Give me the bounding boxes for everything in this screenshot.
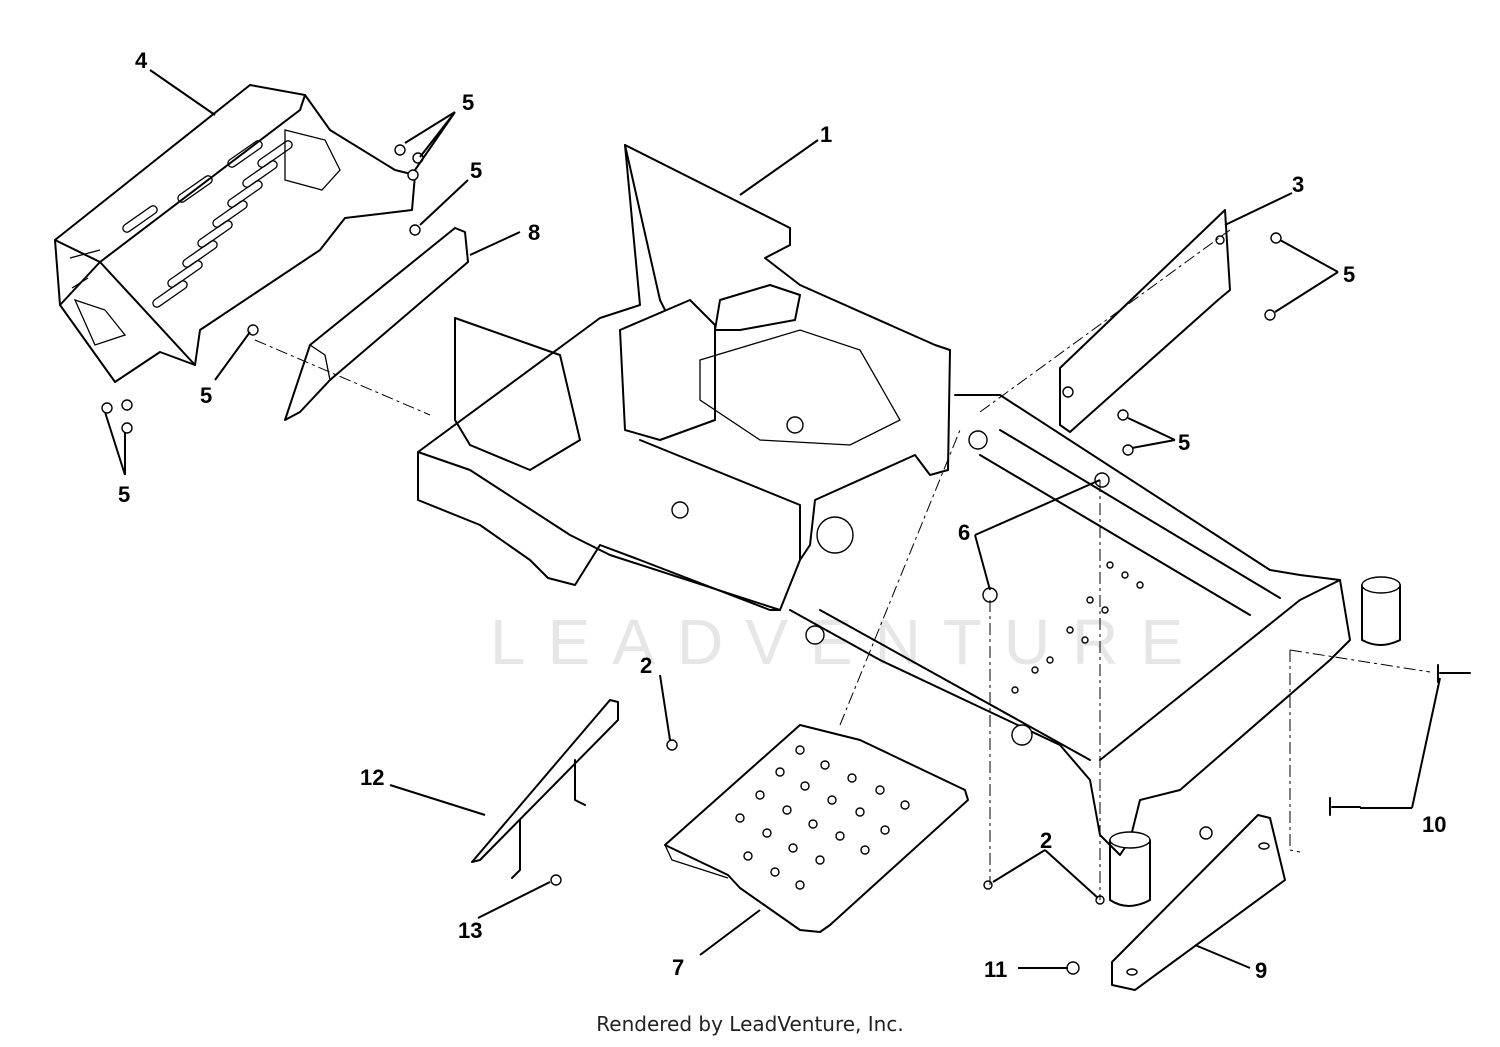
bolt-icon — [407, 169, 419, 181]
callout-6[interactable]: 6 — [958, 520, 970, 545]
part-7-floor-pan[interactable] — [664, 724, 969, 933]
callout-5-left[interactable]: 5 — [118, 482, 130, 507]
frame-bushing-rear — [1011, 724, 1033, 746]
callout-10[interactable]: 10 — [1422, 812, 1446, 837]
bolt-icon — [666, 739, 678, 751]
callout-5-right-mid[interactable]: 5 — [1178, 430, 1190, 455]
pin-icon — [1329, 797, 1361, 816]
frame-bushing-left — [805, 625, 825, 645]
footer-credit: Rendered by LeadVenture, Inc. — [596, 1012, 904, 1036]
callout-3[interactable]: 3 — [1292, 172, 1304, 197]
part-1-main-frame[interactable] — [417, 144, 1351, 856]
nut-icon — [1066, 961, 1080, 975]
pin-icon — [1437, 664, 1471, 683]
bolt-icon — [1264, 309, 1276, 321]
callout-5-right-top[interactable]: 5 — [1343, 262, 1355, 287]
plug-icon — [982, 587, 998, 603]
alignment-lines — [254, 229, 1431, 900]
watermark: LEADVENTURE — [490, 606, 1205, 678]
callout-2-lower[interactable]: 2 — [1040, 828, 1052, 853]
callout-5-top[interactable]: 5 — [462, 90, 474, 115]
callout-2-upper[interactable]: 2 — [640, 653, 652, 678]
part-3-side-plate[interactable] — [1059, 209, 1231, 433]
bolt-icon — [121, 399, 133, 411]
callout-4[interactable]: 4 — [135, 48, 148, 73]
fasteners — [101, 144, 1471, 975]
bolt-icon — [1270, 232, 1282, 244]
basket-slots — [122, 140, 293, 308]
bolt-icon — [121, 422, 133, 434]
callout-11[interactable]: 11 — [984, 957, 1007, 982]
plug-icon — [1094, 472, 1110, 488]
floor-pan-holes — [735, 745, 910, 890]
callout-5-mid[interactable]: 5 — [200, 383, 212, 408]
bolt-icon — [409, 224, 421, 236]
callout-9[interactable]: 9 — [1255, 958, 1267, 983]
frame-cutout — [816, 516, 854, 554]
callout-13[interactable]: 13 — [458, 918, 482, 943]
part-9-rear-plate[interactable] — [1111, 814, 1286, 991]
part-4-front-basket[interactable] — [54, 84, 416, 383]
callout-12[interactable]: 12 — [360, 765, 384, 790]
leader-lines — [104, 69, 1441, 969]
frame-floor-holes — [1011, 561, 1144, 694]
callout-5-upper[interactable]: 5 — [470, 158, 482, 183]
bolt-icon — [1122, 444, 1134, 456]
callout-7[interactable]: 7 — [672, 955, 684, 980]
bolt-icon — [101, 402, 113, 414]
callout-8[interactable]: 8 — [528, 220, 540, 245]
bolt-icon — [394, 144, 406, 156]
callout-1[interactable]: 1 — [820, 122, 832, 147]
bolt-icon — [550, 874, 562, 886]
nut-icon — [1199, 826, 1213, 840]
callouts: 1 2 2 3 4 5 5 5 5 5 5 6 7 8 9 10 11 12 1… — [118, 48, 1446, 983]
bolt-icon — [983, 880, 993, 890]
caster-mounts — [1109, 576, 1401, 907]
frame-bushing-right — [968, 430, 988, 450]
part-12-bracket[interactable] — [471, 699, 619, 879]
bolt-icon — [1117, 409, 1129, 421]
part-8-shield-plate[interactable] — [284, 227, 469, 421]
